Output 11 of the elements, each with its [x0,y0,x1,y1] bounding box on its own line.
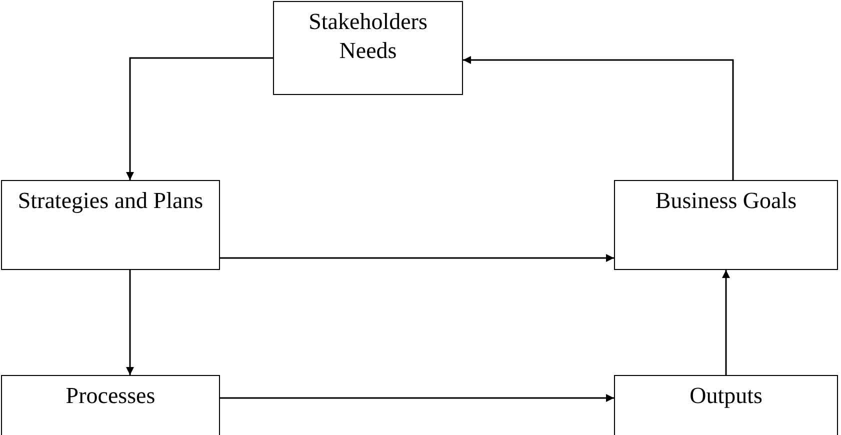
arrow [722,270,730,375]
arrow [220,394,614,402]
process-box: Stakeholders Needs [273,1,463,95]
arrow [126,270,134,375]
arrow [463,56,734,180]
process-box: Outputs [614,375,838,435]
process-box: Strategies and Plans [1,180,220,270]
arrow [220,254,614,262]
arrow [126,57,273,180]
process-box: Processes [1,375,220,435]
process-box: Business Goals [614,180,838,270]
